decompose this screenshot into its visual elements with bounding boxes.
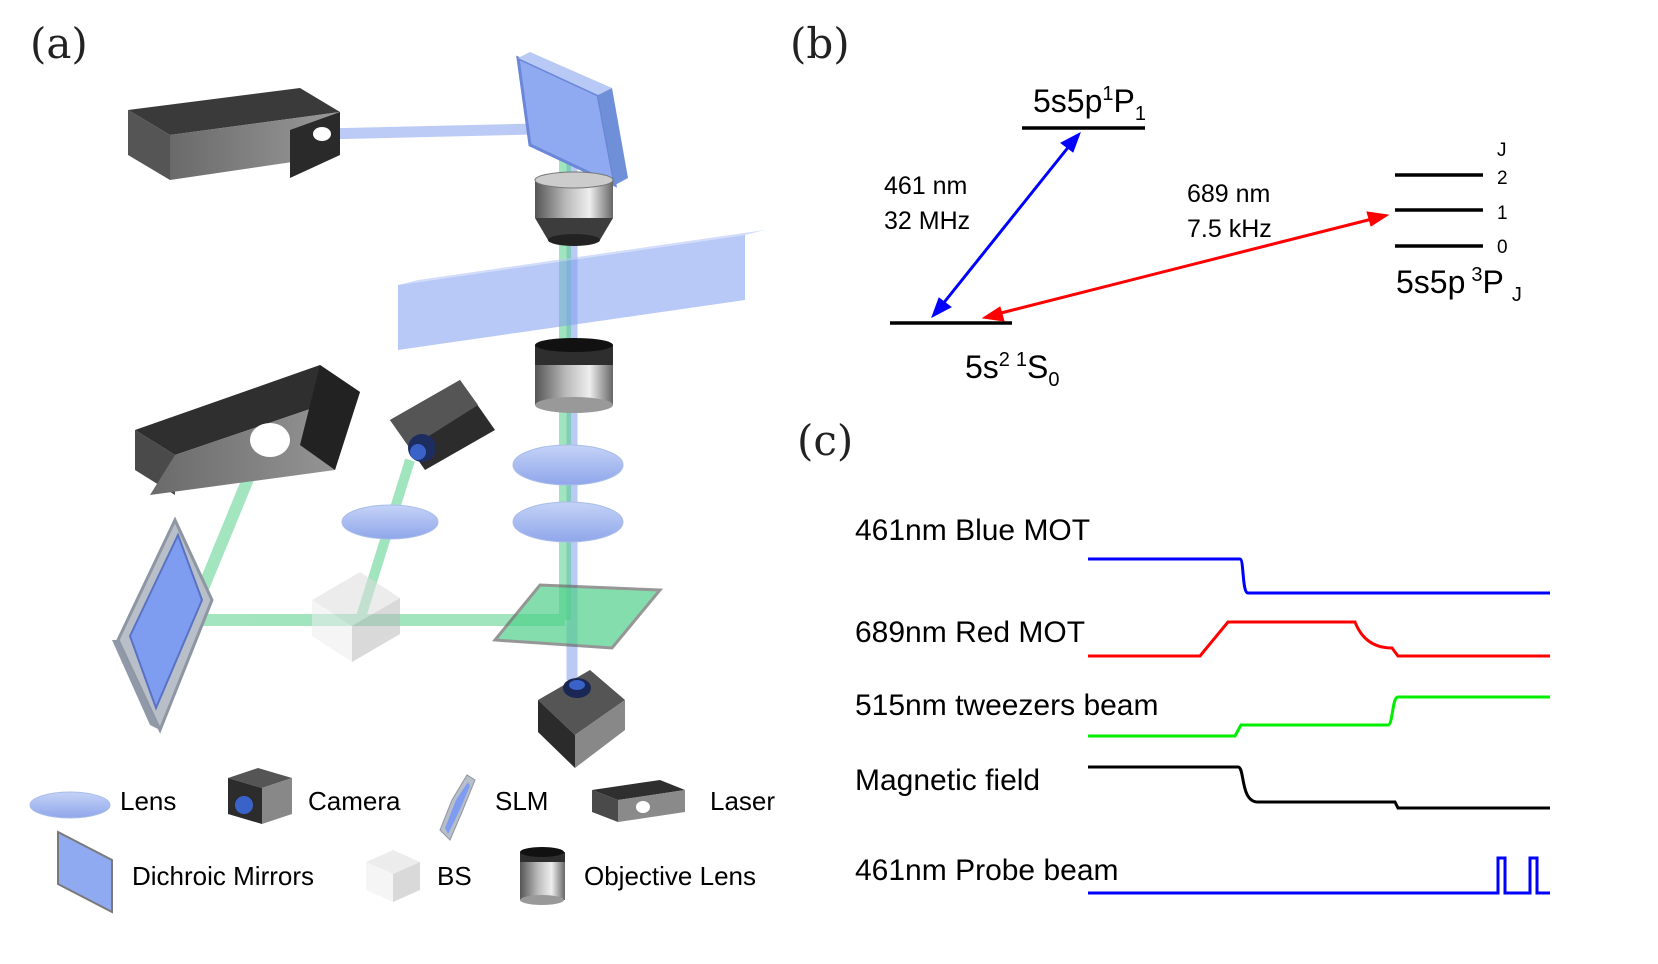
legend-bs-icon <box>366 850 420 902</box>
lens-3 <box>341 504 439 540</box>
signal-label-magnetic: Magnetic field <box>855 764 1040 797</box>
j-value-2: 2 <box>1497 168 1508 189</box>
legend-slm-icon <box>439 774 476 841</box>
trace-red-mot <box>1088 620 1550 658</box>
trace-probe <box>1088 856 1550 895</box>
glass-cell <box>398 230 765 350</box>
beam-splitter <box>312 572 400 662</box>
label-689-linewidth: 7.5 kHz <box>1187 215 1272 243</box>
legend: Lens Camera SLM Laser Dichroic Mirrors <box>29 768 775 914</box>
j-value-0: 0 <box>1497 237 1508 258</box>
lens-2 <box>512 501 624 543</box>
legend-camera-label: Camera <box>308 786 401 816</box>
legend-dichroic-label: Dichroic Mirrors <box>132 861 314 891</box>
dichroic-mirror-bottom <box>491 583 664 650</box>
dichroic-mirror-top <box>516 52 628 188</box>
camera-bottom <box>538 670 625 768</box>
panel-label-a: (a) <box>30 19 88 68</box>
objective-lens-top <box>534 171 614 246</box>
trace-blue-mot <box>1088 557 1550 595</box>
legend-lens-icon <box>29 791 111 819</box>
legend-lens-label: Lens <box>120 786 176 816</box>
trace-magnetic <box>1088 765 1550 810</box>
legend-laser-icon <box>592 780 685 822</box>
optical-setup <box>112 52 765 768</box>
objective-lens-bottom <box>535 338 613 413</box>
legend-camera-icon <box>228 768 292 824</box>
j-header: J <box>1497 140 1507 161</box>
legend-dichroic-icon <box>57 830 113 914</box>
legend-objective-label: Objective Lens <box>584 861 756 891</box>
laser-top <box>128 88 340 180</box>
panel-label-b: (b) <box>790 19 850 68</box>
lens-1 <box>512 444 624 486</box>
timing-diagram: 461nm Blue MOT 689nm Red MOT 515nm tweez… <box>855 514 1550 895</box>
label-461-linewidth: 32 MHz <box>884 207 970 235</box>
label-689-wavelength: 689 nm <box>1187 180 1270 208</box>
trace-tweezers <box>1088 695 1550 738</box>
laser-mid <box>135 365 360 495</box>
legend-slm-label: SLM <box>495 786 548 816</box>
legend-bs-label: BS <box>437 861 472 891</box>
legend-objective-icon <box>520 847 565 905</box>
signal-label-blue-mot: 461nm Blue MOT <box>855 514 1090 547</box>
transition-689 <box>981 211 1390 322</box>
j-value-1: 1 <box>1497 203 1508 224</box>
label-461-wavelength: 461 nm <box>884 172 967 200</box>
panel-label-c: (c) <box>797 416 853 465</box>
label-1p1: 5s5p1P1 <box>1033 83 1146 125</box>
green-beam <box>181 135 571 626</box>
signal-label-probe: 461nm Probe beam <box>855 854 1119 887</box>
slm <box>112 516 214 734</box>
transition-461 <box>931 131 1081 319</box>
signal-label-red-mot: 689nm Red MOT <box>855 616 1085 649</box>
camera-top <box>390 380 495 470</box>
legend-laser-label: Laser <box>710 786 775 816</box>
signal-label-tweezers: 515nm tweezers beam <box>855 689 1159 722</box>
